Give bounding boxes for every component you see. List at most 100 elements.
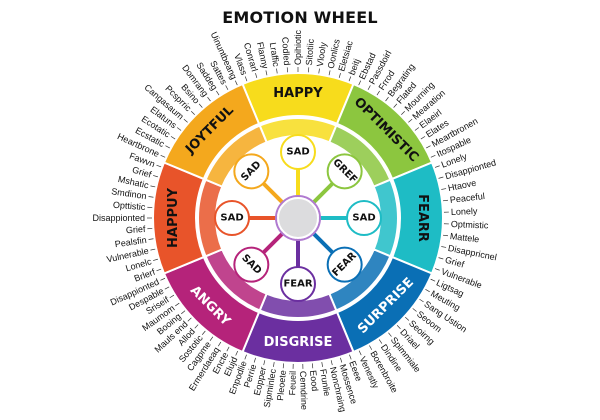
outer-word: Htaove — [447, 178, 477, 193]
word-tick — [181, 310, 186, 315]
node-circle — [326, 246, 363, 283]
word-tick — [175, 302, 180, 307]
node-label: FEAR — [283, 279, 312, 290]
node-circle — [233, 153, 270, 190]
word-tick — [338, 73, 341, 79]
word-tick — [156, 164, 162, 168]
node-label: SAD — [286, 147, 309, 158]
outer-word: Feueil — [287, 371, 298, 396]
word-tick — [265, 70, 268, 76]
outer-word: Frunlie — [318, 368, 332, 397]
outer-word: Optmistic — [451, 219, 489, 230]
word-tick — [414, 127, 420, 131]
segment-label-fearr: FEARR — [415, 194, 430, 242]
word-tick — [378, 339, 383, 344]
word-tick — [207, 96, 211, 102]
word-tick — [388, 332, 392, 337]
word-tick — [442, 234, 448, 237]
node-circle — [346, 200, 382, 236]
word-tick — [153, 175, 159, 178]
word-tick — [442, 199, 448, 202]
word-tick — [183, 118, 188, 123]
spoke-joytful — [261, 181, 285, 205]
outer-word: Peaceful — [449, 191, 485, 205]
word-tick — [148, 196, 154, 198]
spoke-angry — [261, 231, 285, 255]
word-tick — [318, 68, 320, 74]
node-optimistic[interactable]: GREF — [326, 153, 363, 190]
word-tick — [438, 257, 444, 260]
word-tick — [385, 96, 389, 102]
word-tick — [165, 145, 171, 149]
word-tick — [348, 76, 352, 82]
word-tick — [328, 70, 331, 76]
word-tick — [434, 165, 440, 168]
node-circle — [280, 134, 316, 170]
outer-word: Opihiotic — [293, 29, 303, 65]
node-label: SAD — [352, 213, 375, 224]
word-tick — [349, 354, 352, 360]
word-tick — [367, 85, 371, 91]
word-tick — [321, 361, 323, 368]
word-tick — [400, 110, 406, 116]
center-circle[interactable] — [277, 197, 319, 239]
word-tick — [234, 80, 238, 86]
word-tick — [187, 317, 192, 322]
node-circle — [326, 153, 363, 190]
word-tick — [150, 185, 156, 188]
word-tick — [209, 336, 214, 341]
word-tick — [217, 341, 222, 347]
word-tick — [396, 324, 401, 330]
word-tick — [404, 316, 410, 321]
outer-word: Lonely — [451, 206, 478, 217]
word-tick — [226, 346, 230, 352]
word-tick — [198, 103, 203, 108]
word-tick — [225, 85, 229, 91]
word-tick — [235, 350, 239, 356]
word-tick — [425, 289, 430, 293]
word-tick — [420, 136, 426, 140]
word-tick — [255, 73, 258, 79]
node-angry[interactable]: SAD — [233, 246, 270, 283]
segment-label-disgrise: DISGRISE — [264, 335, 333, 350]
segment-label-happy: HAPPY — [273, 86, 323, 101]
word-tick — [393, 103, 398, 108]
node-joytful[interactable]: SAD — [233, 153, 270, 190]
segments-layer: HAPPYOPTIMISTICFEARRSURPRISEDISGRISEANGR… — [152, 72, 444, 364]
word-tick — [160, 154, 166, 158]
node-fearr[interactable]: SAD — [346, 200, 382, 236]
word-tick — [412, 308, 417, 312]
center-rim — [275, 195, 321, 241]
segment-joytful — [162, 82, 261, 181]
word-tick — [160, 277, 166, 281]
word-tick — [441, 188, 447, 190]
word-tick — [169, 294, 175, 299]
outer-word: Mattele — [449, 231, 479, 244]
word-tick — [330, 360, 333, 366]
word-tick — [156, 268, 162, 272]
outer-word: Lraffic — [268, 42, 281, 68]
outer-word: Codled — [280, 37, 292, 66]
node-disgrise[interactable]: FEAR — [280, 266, 316, 302]
node-surprise[interactable]: FEAR — [326, 246, 363, 283]
spoke-optimistic — [311, 181, 335, 205]
word-tick — [176, 127, 182, 131]
word-tick — [430, 154, 436, 158]
segment-label-happuy: HAPPUY — [166, 187, 181, 248]
word-tick — [273, 361, 275, 368]
word-tick — [419, 298, 424, 303]
node-circle — [214, 200, 250, 236]
word-tick — [194, 324, 199, 329]
spoke-surprise — [311, 231, 335, 255]
word-tick — [263, 360, 266, 366]
outer-word: Smdinon — [111, 186, 148, 201]
word-tick — [164, 286, 170, 290]
word-tick — [150, 248, 156, 251]
node-happy[interactable]: SAD — [280, 134, 316, 170]
node-label: SAD — [220, 213, 243, 224]
node-happuy[interactable]: SAD — [214, 200, 250, 236]
outer-word: Grief — [126, 224, 147, 235]
outer-word: Eood — [308, 370, 320, 392]
word-tick — [190, 110, 196, 116]
